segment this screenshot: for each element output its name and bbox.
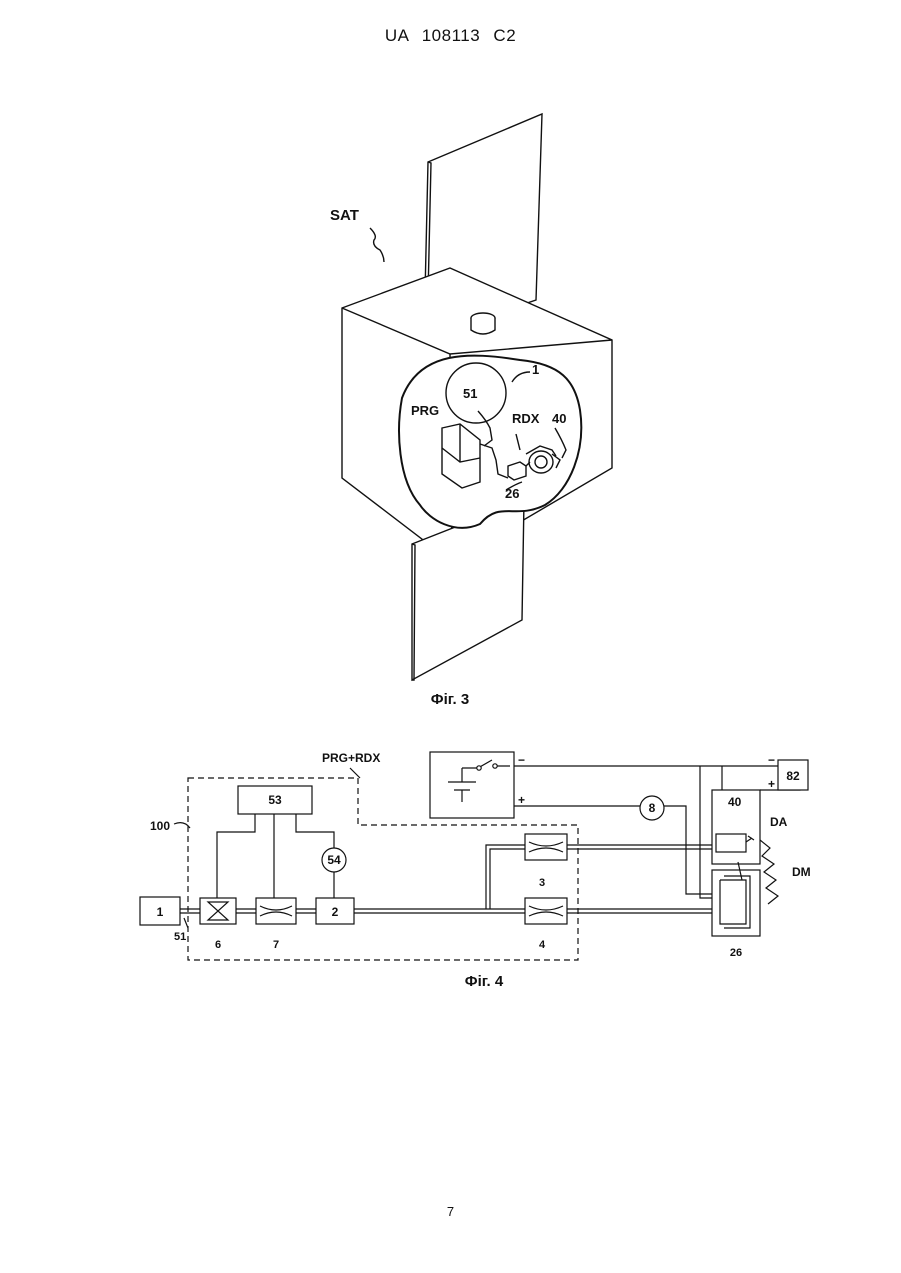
battery-switch-box xyxy=(430,752,514,818)
dm-label: DM xyxy=(792,865,811,879)
block-3 xyxy=(525,834,567,860)
block-2-label: 2 xyxy=(332,905,339,919)
thruster-label-fig4: 26 xyxy=(730,947,742,959)
block-3-label: 3 xyxy=(539,877,545,889)
supply-label: 82 xyxy=(786,769,800,783)
minus-right: − xyxy=(768,753,775,767)
block-7-label: 7 xyxy=(273,939,279,951)
tank-label-fig4: 1 xyxy=(157,905,164,919)
valve-label-fig4: 40 xyxy=(728,795,742,809)
block-4-label: 4 xyxy=(539,939,546,951)
block-6-label: 6 xyxy=(215,939,221,951)
da-label: DA xyxy=(770,815,788,829)
pipe-label-fig4: 51 xyxy=(174,931,186,943)
block-7 xyxy=(256,898,296,924)
plus-left: + xyxy=(518,793,525,807)
plus-right: + xyxy=(768,777,775,791)
page-number: 7 xyxy=(0,1204,901,1219)
meter-label: 8 xyxy=(649,801,656,815)
block-4 xyxy=(525,898,567,924)
controller-label: 53 xyxy=(268,793,282,807)
dm-zigzag xyxy=(760,840,778,904)
sensor-label: 54 xyxy=(327,853,341,867)
module-label: PRG+RDX xyxy=(322,751,380,765)
module-ref-label: 100 xyxy=(150,819,170,833)
minus-left: − xyxy=(518,753,525,767)
figure-4-caption: Фіг. 4 xyxy=(465,973,504,990)
